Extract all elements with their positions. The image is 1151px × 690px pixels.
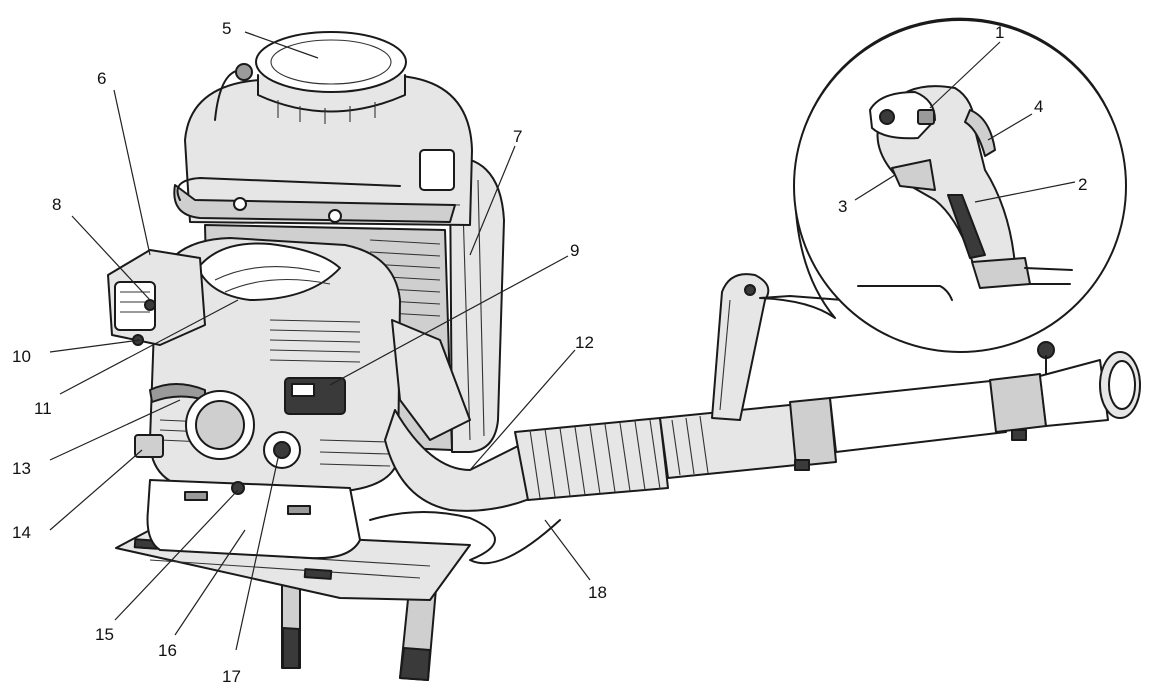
callout-9: 9 [570, 241, 579, 260]
control-handle [711, 273, 770, 421]
vent-slots [159, 319, 391, 467]
callout-6: 6 [97, 69, 106, 88]
leader-16 [174, 529, 246, 636]
leader-2 [974, 181, 1076, 203]
callout-7: 7 [513, 127, 522, 146]
callout-4: 4 [1034, 97, 1043, 116]
recoil-starter [149, 383, 301, 469]
callout-16: 16 [158, 641, 177, 660]
leader-10 [49, 339, 141, 353]
outlet-elbow [384, 319, 551, 512]
callout-labels: 1 2 3 4 5 6 7 8 9 10 11 12 13 14 15 16 1… [12, 19, 1087, 686]
leader-18 [544, 519, 591, 581]
callout-17: 17 [222, 667, 241, 686]
leader-3 [854, 174, 896, 201]
leader-12 [469, 349, 576, 471]
leader-15 [114, 489, 239, 621]
callout-18: 18 [588, 583, 607, 602]
flex-hose [369, 417, 669, 565]
callout-14: 14 [12, 523, 31, 542]
lower-tank [134, 434, 361, 560]
leader-5 [244, 31, 319, 59]
callout-8: 8 [52, 195, 61, 214]
callout-3: 3 [838, 197, 847, 216]
callout-10: 10 [12, 347, 31, 366]
blow-pipe [659, 341, 1141, 479]
leader-17 [235, 457, 279, 651]
leader-4 [987, 113, 1033, 141]
callout-13: 13 [12, 459, 31, 478]
leader-11 [59, 299, 239, 395]
leader-6 [113, 89, 151, 256]
leader-13 [49, 399, 181, 461]
callout-12: 12 [575, 333, 594, 352]
leader-7 [469, 145, 516, 256]
leader-14 [49, 449, 143, 531]
leader-1 [929, 41, 1001, 109]
callout-2: 2 [1078, 175, 1087, 194]
callout-15: 15 [95, 625, 114, 644]
tank-cap [255, 31, 407, 124]
leader-lines [49, 31, 1076, 651]
leader-8 [71, 215, 151, 301]
air-cleaner [107, 249, 206, 346]
callout-11: 11 [34, 399, 52, 418]
callout-1: 1 [995, 23, 1004, 42]
tank [173, 63, 473, 226]
leader-9 [329, 255, 569, 386]
handle-inset [759, 17, 1127, 353]
callout-5: 5 [222, 19, 231, 38]
